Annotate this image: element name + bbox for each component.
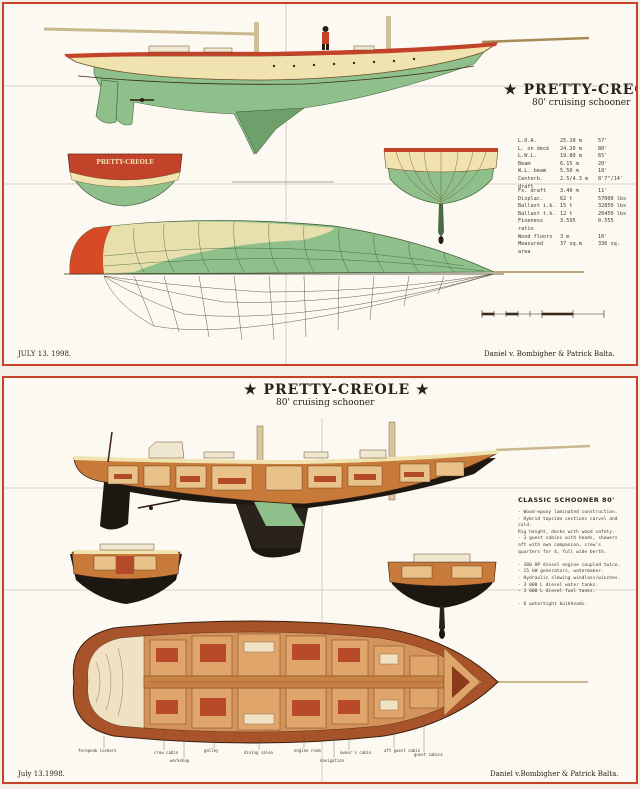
sheer-profile	[43, 16, 590, 155]
deck-label: workshop	[170, 758, 190, 763]
sheet2-credit: Daniel v.Bombigher & Patrick Balta.	[490, 770, 619, 778]
deck-label: aft guest cabin	[384, 748, 421, 753]
note-line: - 6 watertight bulkheads.	[518, 602, 588, 608]
deck-label: engine room	[294, 748, 321, 753]
note-line: - 3 guest cabins with heads, showers	[518, 536, 618, 542]
note-line: - Hydraulic slewing windlass/winches.	[518, 575, 621, 581]
deck-label: navigation	[320, 758, 345, 763]
transom-view: PRETTY-CREOLE	[67, 153, 183, 207]
sheet1-title: ★ PRETTY-CREOLE ★	[504, 82, 636, 98]
sheet1-subtitle: 80' cruising schooner	[532, 98, 631, 108]
deck-plan	[72, 620, 588, 744]
classic-schooner-title: CLASSIC SCHOONER 80'	[518, 496, 615, 504]
sheet1-credit: Daniel v. Bombigher & Patrick Balta.	[484, 350, 615, 358]
deck-label: galley	[204, 748, 219, 753]
note-line: aft with own companion, crew's	[518, 542, 601, 548]
note-line	[518, 556, 628, 563]
deck-label: crew cabin	[154, 750, 179, 755]
deck-label: forepeak lockers	[78, 748, 117, 753]
sheet2-date: July 13.1998.	[18, 770, 65, 778]
midship-section	[387, 553, 497, 639]
note-line: - Hybrid topside sections carvel and col…	[518, 516, 618, 529]
note-line: quarters for 4, full wide berth.	[518, 549, 607, 555]
accommodation-plan-sheet: ★ PRETTY-CREOLE ★ 80' cruising schooner …	[2, 376, 638, 784]
half-breadth-plan	[64, 220, 584, 341]
inboard-profile	[73, 421, 591, 558]
transom-name: PRETTY-CREOLE	[96, 159, 154, 166]
sheet2-title: ★ PRETTY-CREOLE ★	[244, 382, 430, 398]
lines-plan-drawing: PRETTY-CREOLE	[4, 4, 636, 364]
note-line: - 3 000 L diesel fuel tanks.	[518, 589, 596, 595]
lines-plan-sheet: PRETTY-CREOLE	[2, 2, 638, 366]
accommodation-drawing	[4, 418, 636, 782]
note-line: - 380 HP diesel engine coupled twice.	[518, 562, 621, 568]
body-plan	[383, 148, 499, 244]
deck-label: dining salon	[244, 750, 273, 755]
scale-bar	[481, 310, 605, 318]
note-line: - 15 kW generators, watermaker.	[518, 569, 604, 575]
sheet1-date: JULY 13. 1998.	[18, 350, 72, 358]
construction-notes: - Wood-epoxy laminated construction. - H…	[518, 510, 628, 609]
note-line: Rig height, decks with wood safety.	[518, 529, 615, 535]
note-line: - Wood-epoxy laminated construction.	[518, 510, 618, 515]
note-line: - 3 000 L diesel water tanks.	[518, 582, 599, 588]
sheet2-subtitle: 80' cruising schooner	[276, 398, 375, 408]
aft-section	[70, 543, 182, 604]
deck-label: guest cabins	[414, 752, 443, 757]
deck-label: owner's cabin	[340, 750, 372, 755]
